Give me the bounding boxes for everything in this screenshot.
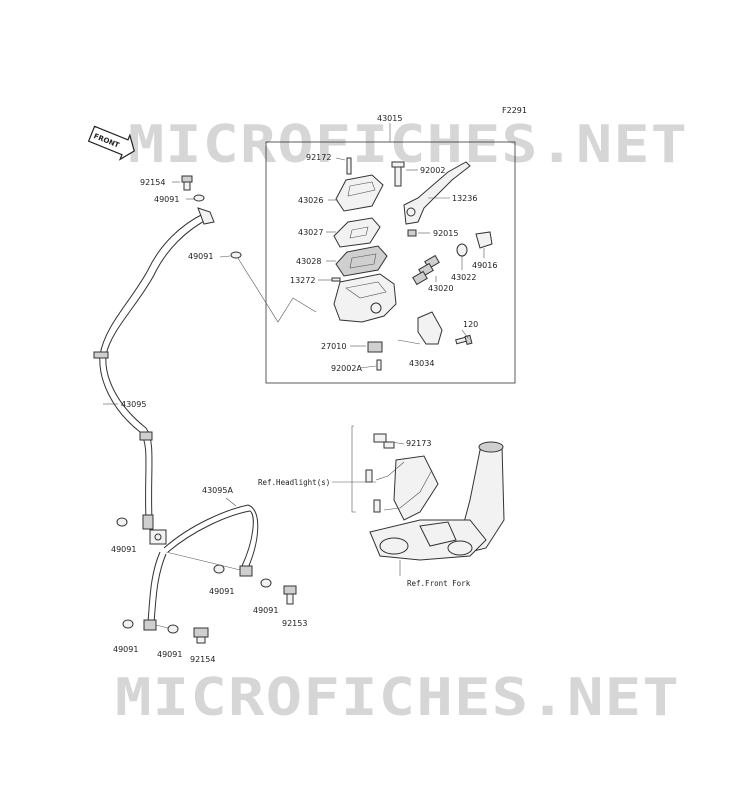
washer-upper-1 [193,194,205,202]
watermark-bottom: MICROFICHES.NET [115,668,680,728]
steering-stem [369,441,505,561]
label-49091-e: 49091 [253,606,278,615]
label-92154-upper: 92154 [140,178,165,187]
figure-code: F2291 [502,106,527,115]
clamp-43034 [417,311,443,345]
washer-43022 [456,243,468,257]
label-92172: 92172 [306,153,331,162]
label-13272: 13272 [290,276,315,285]
label-92173: 92173 [406,439,431,448]
bolt-120 [455,334,473,345]
screw-92172 [346,157,352,175]
bolt-92002 [394,165,402,187]
label-49091-c: 49091 [111,545,136,554]
label-43095: 43095 [121,400,146,409]
label-43022: 43022 [451,273,476,282]
washer-lower-2 [213,564,225,574]
watermark-top: MICROFICHES.NET [128,115,688,175]
assembly-box [265,141,516,384]
ref-headlight: Ref.Headlight(s) [258,478,330,487]
washer-lower-5 [167,624,179,634]
label-43027: 43027 [298,228,323,237]
washer-upper-2 [230,251,242,259]
label-43026: 43026 [298,196,323,205]
label-49091-a: 49091 [154,195,179,204]
reservoir-plate [333,217,381,248]
label-92015: 92015 [433,229,458,238]
label-43028: 43028 [296,257,321,266]
assembly-number: 43015 [377,114,402,123]
label-92153: 92153 [282,619,307,628]
master-cylinder-body [333,273,397,323]
screw-92002A [376,359,382,371]
label-49091-b: 49091 [188,252,213,261]
washer-lower-1 [116,517,128,527]
switch-27010 [367,341,383,353]
nut-92015 [407,229,417,237]
label-27010: 27010 [321,342,346,351]
label-13236: 13236 [452,194,477,203]
label-49091-d: 49091 [209,587,234,596]
label-49016: 49016 [472,261,497,270]
label-92154-lower: 92154 [190,655,215,664]
diaphragm [335,245,388,277]
cap-49016 [475,231,493,249]
label-120: 120 [463,320,478,329]
label-49091-g: 49091 [157,650,182,659]
banjo-bolt-92153 [283,585,297,605]
lower-junction [149,529,167,545]
brake-hose-43095A [163,504,259,569]
label-43095A: 43095A [202,486,233,495]
brake-lever [403,161,471,225]
reservoir-cap [335,174,384,212]
label-92002: 92002 [420,166,445,175]
washer-lower-3 [260,578,272,588]
label-43020: 43020 [428,284,453,293]
front-arrow-icon: FRONT [87,125,135,161]
headlight-bracket [365,433,439,521]
label-92002A: 92002A [331,364,362,373]
screw-13272 [331,277,341,282]
ref-front-fork: Ref.Front Fork [407,579,471,588]
banjo-bolt-lower [193,627,209,644]
piston-43020 [412,254,440,286]
label-43034: 43034 [409,359,434,368]
label-49091-f: 49091 [113,645,138,654]
washer-lower-4 [122,619,134,629]
banjo-bolt-upper [181,175,193,191]
